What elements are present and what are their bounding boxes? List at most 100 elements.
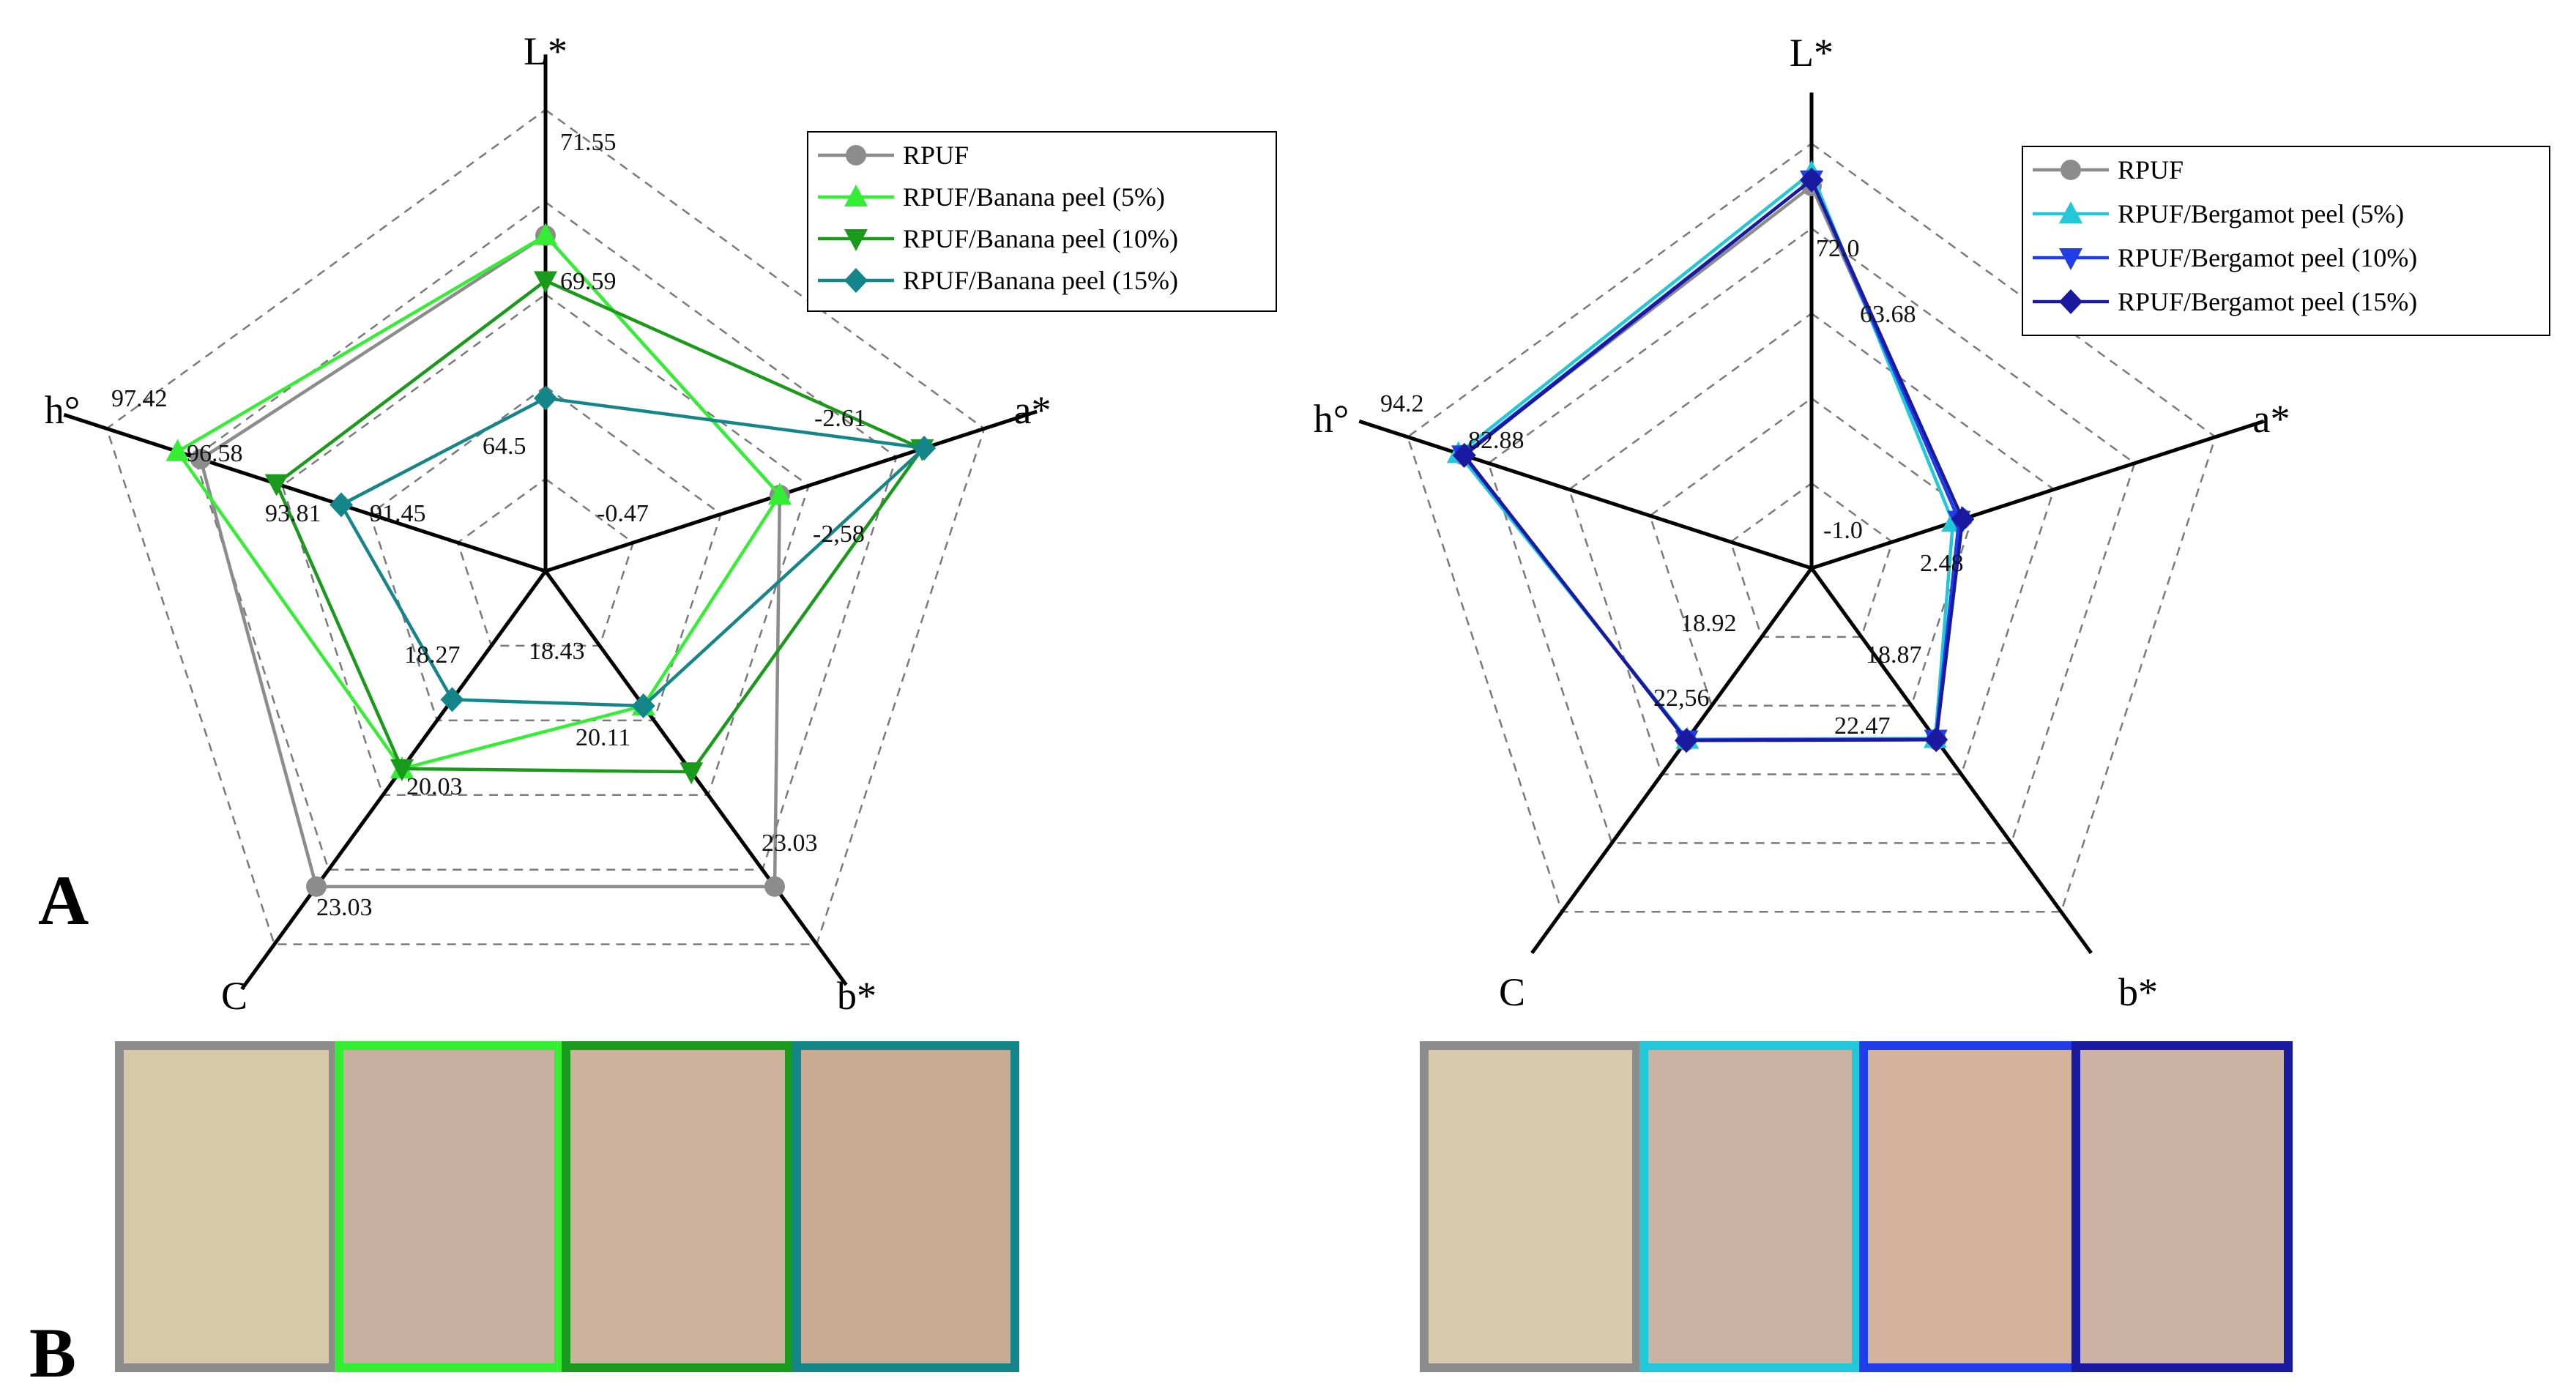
value-label: 96.58 xyxy=(187,440,243,467)
legend-marker xyxy=(2061,160,2081,180)
value-label: -2.61 xyxy=(814,405,866,432)
data-point xyxy=(912,435,937,461)
data-point xyxy=(767,483,792,505)
legend-entry: RPUF/Banana peel (10%) xyxy=(903,224,1178,253)
legend-entry: RPUF xyxy=(903,141,969,170)
legend: RPUF RPUF/Banana peel (5%) RPUF/Banana pee… xyxy=(807,131,1277,312)
data-point xyxy=(680,762,704,785)
value-label: 63.68 xyxy=(1860,301,1916,328)
data-point xyxy=(764,876,786,897)
value-label: 18.92 xyxy=(1680,610,1737,637)
sample-swatch xyxy=(115,1041,338,1372)
legend-entry: RPUF/Bergamot peel (5%) xyxy=(2118,199,2404,228)
legend-marker xyxy=(844,185,868,206)
value-label: 72.0 xyxy=(1816,235,1860,262)
value-label: 71.55 xyxy=(560,129,617,156)
axis-spoke xyxy=(63,412,546,573)
value-label: 20.03 xyxy=(406,773,463,800)
legend-marker xyxy=(2059,201,2082,223)
value-label: 69.59 xyxy=(560,268,617,295)
grid-ring xyxy=(105,108,986,945)
axis-spoke xyxy=(543,570,848,986)
sample-swatch xyxy=(335,1041,563,1372)
axis-label: L* xyxy=(524,29,567,73)
grid-ring xyxy=(368,385,723,722)
data-point xyxy=(1924,727,1948,753)
data-point xyxy=(1800,167,1823,193)
sample-swatch xyxy=(1639,1041,1861,1372)
axis-spoke xyxy=(1809,567,2093,955)
legend-entry: RPUF xyxy=(2118,155,2184,185)
sample-swatch xyxy=(1420,1041,1641,1372)
sample-swatch xyxy=(2071,1041,2293,1372)
data-point xyxy=(165,439,190,461)
data-point xyxy=(190,448,211,469)
grid-ring xyxy=(281,293,810,797)
data-point xyxy=(264,474,289,496)
data-point xyxy=(440,687,464,712)
grid-ring xyxy=(1648,397,1975,707)
data-point xyxy=(330,492,354,518)
axis-label: C xyxy=(221,974,247,1018)
data-point xyxy=(1675,728,1699,753)
value-label: 91.45 xyxy=(370,500,426,527)
legend-marker xyxy=(2059,289,2082,314)
value-label: 93.81 xyxy=(265,500,321,527)
data-point xyxy=(631,693,655,719)
axis-spoke xyxy=(545,409,1038,573)
legend-entry: RPUF/Banana peel (5%) xyxy=(903,182,1165,212)
data-point xyxy=(534,223,557,245)
value-label: -0.47 xyxy=(597,500,649,527)
legend-marker xyxy=(844,268,868,293)
legend-frame xyxy=(2022,146,2550,336)
series-line xyxy=(1462,177,1965,742)
axis-label: a* xyxy=(2253,397,2290,441)
data-point xyxy=(534,271,557,294)
axis-spoke xyxy=(1358,419,1812,570)
series-line xyxy=(274,278,925,774)
legend-marker xyxy=(2059,248,2082,270)
value-label: -1.0 xyxy=(1823,517,1863,544)
value-label: 22.47 xyxy=(1834,712,1891,740)
legend: RPUF RPUF/Bergamot peel (5%) RPUF/Bergamot… xyxy=(2022,146,2550,336)
grid-ring xyxy=(1487,227,2136,844)
axis-label: b* xyxy=(2118,970,2158,1014)
sample-swatch xyxy=(792,1041,1019,1372)
sample-swatch xyxy=(1859,1041,2080,1372)
value-label: 20.11 xyxy=(576,724,630,751)
grid-ring xyxy=(1568,312,2055,775)
value-label: 23.03 xyxy=(762,830,818,857)
panel-label-b: B xyxy=(29,1314,76,1392)
grid-ring xyxy=(1730,482,1894,638)
legend-marker xyxy=(844,229,868,251)
legend-entry: RPUF/Banana peel (15%) xyxy=(903,266,1178,295)
radar-chart-banana: L* a* b* Ch° 71.55 69.59 64.5 -2.61 -0.47 -2,58 23… xyxy=(45,29,1277,1018)
axis-label: C xyxy=(1499,970,1525,1014)
series-line xyxy=(338,396,928,708)
value-label: 64.5 xyxy=(483,433,526,460)
radar-chart-bergamot: L*a*b*Ch°72.063.682.48-1.018.8722.4718.9… xyxy=(1314,31,2550,1014)
axis-label: b* xyxy=(837,974,876,1018)
axis-spoke xyxy=(240,570,548,991)
value-label: 82.88 xyxy=(1468,427,1525,454)
axis-label: L* xyxy=(1790,31,1834,75)
value-label: 18.43 xyxy=(529,638,585,665)
value-label: 23.03 xyxy=(316,894,373,921)
sample-swatch-row xyxy=(115,1041,2293,1372)
value-label: 97.42 xyxy=(111,385,168,412)
data-point xyxy=(305,876,327,897)
value-label: 2.48 xyxy=(1920,550,1964,577)
axis-label: a* xyxy=(1014,388,1051,432)
data-point xyxy=(1452,442,1476,468)
value-label: -2,58 xyxy=(813,521,865,548)
grid-ring xyxy=(1406,142,2217,913)
data-point xyxy=(390,759,414,781)
legend-entry: RPUF/Bergamot peel (15%) xyxy=(2118,287,2417,316)
legend-marker xyxy=(846,145,866,165)
sample-swatch xyxy=(562,1041,794,1372)
grid-ring xyxy=(193,201,898,871)
grid-ring xyxy=(456,477,635,647)
axis-label: h° xyxy=(45,388,81,432)
value-label: 94.2 xyxy=(1380,390,1424,417)
